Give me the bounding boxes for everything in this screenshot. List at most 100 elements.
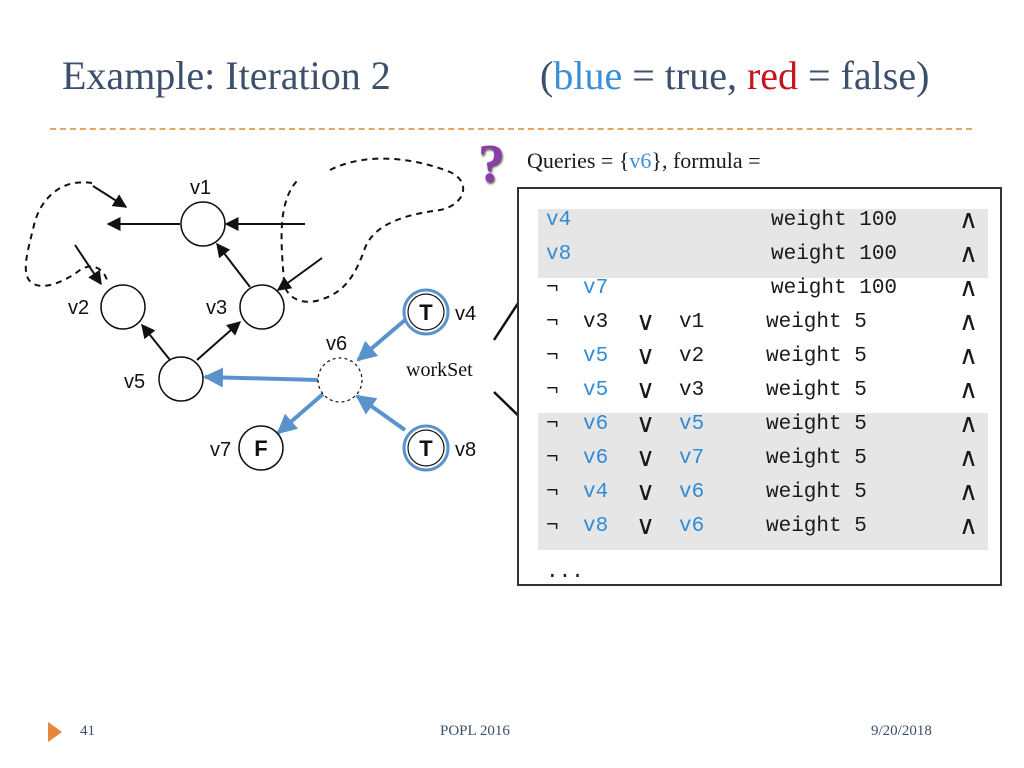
formula-and-operator: ∧ <box>959 443 979 473</box>
legend-red: red <box>746 53 799 98</box>
edge-v5-v2 <box>141 323 171 361</box>
formula-and-operator: ∧ <box>959 409 979 439</box>
graph-diagram: T F T v1 v2 v3 v4 v5 v6 v7 v8 workSet <box>24 157 520 472</box>
title-main: Example: Iteration 2 <box>62 53 391 98</box>
formula-or-operator: ∨ <box>636 511 656 541</box>
formula-literal-a: v5 <box>583 345 609 368</box>
formula-literal-a: v6 <box>583 447 609 470</box>
formula-weight: weight 100 <box>771 277 898 300</box>
edge-cloud-v3 <box>276 257 323 291</box>
formula-weight: weight 5 <box>766 345 867 368</box>
formula-weight: weight 5 <box>766 481 867 504</box>
node-v4 <box>407 293 445 331</box>
node-v6 <box>317 357 363 403</box>
formula-literal-b: v6 <box>679 515 705 538</box>
node-v3-label: v3 <box>206 297 227 319</box>
node-v5 <box>158 356 204 402</box>
formula-negation: ¬ <box>546 345 559 368</box>
queries-line: Queries = {v6}, formula = <box>527 148 761 174</box>
formula-literal-a: v8 <box>583 515 609 538</box>
formula-literal-b: v3 <box>679 379 705 402</box>
formula-literal-b: v1 <box>679 311 705 334</box>
footer-bullet-icon <box>48 722 62 742</box>
node-v8 <box>407 429 445 467</box>
formula-literal-b: v2 <box>679 345 705 368</box>
node-v5-label: v5 <box>124 371 145 393</box>
edge-v4-v6 <box>356 318 407 362</box>
formula-literal-a: v4 <box>546 209 572 232</box>
node-v8-label: v8 <box>455 439 476 461</box>
edge-in-v1-left <box>92 185 128 208</box>
formula-weight: weight 5 <box>766 515 867 538</box>
formula-and-operator: ∧ <box>959 307 979 337</box>
slide-number: 41 <box>80 723 95 739</box>
node-v4-label: v4 <box>455 303 476 325</box>
dashed-region-left <box>24 181 109 287</box>
legend-true: = true, <box>622 53 747 98</box>
footer-conference: POPL 2016 <box>440 723 510 739</box>
formula-or-operator: ∨ <box>636 341 656 371</box>
formula-and-operator: ∧ <box>959 205 979 235</box>
formula-or-operator: ∨ <box>636 443 656 473</box>
queries-node: v6 <box>629 148 652 173</box>
formula-negation: ¬ <box>546 379 559 402</box>
edge-v3-v1 <box>216 242 251 288</box>
workset-brace-top <box>492 297 520 341</box>
formula-or-operator: ∨ <box>636 375 656 405</box>
formula-and-operator: ∧ <box>959 239 979 269</box>
edge-cloud-v2 <box>74 244 102 286</box>
formula-literal-a: v3 <box>583 311 609 334</box>
node-v6-label: v6 <box>326 333 347 355</box>
formula-and-operator: ∧ <box>959 511 979 541</box>
formula-literal-b: v5 <box>679 413 705 436</box>
formula-weight: weight 100 <box>771 243 898 266</box>
formula-ellipsis: ... <box>546 561 584 584</box>
formula-weight: weight 5 <box>766 413 867 436</box>
edge-v6-v7 <box>276 392 325 435</box>
formula-box: v4 weight 100 ∧ v8 weight 100 ∧ ¬ v7 weight 100 ∧… <box>517 187 1002 586</box>
formula-literal-a: v6 <box>583 413 609 436</box>
legend-false: = false) <box>798 53 930 98</box>
legend-blue: blue <box>553 53 623 98</box>
edge-v8-v6 <box>355 394 407 432</box>
node-v1-label: v1 <box>190 177 211 199</box>
legend-open: ( <box>540 53 554 98</box>
highlight-block-bottom <box>538 413 988 550</box>
formula-or-operator: ∨ <box>636 307 656 337</box>
formula-negation: ¬ <box>546 515 559 538</box>
node-v7 <box>238 425 284 471</box>
dashed-region-right <box>280 157 465 303</box>
formula-literal-b: v7 <box>679 447 705 470</box>
node-v8-value: T <box>419 436 433 461</box>
node-v7-label: v7 <box>210 439 231 461</box>
node-v2-label: v2 <box>68 297 89 319</box>
formula-literal-a: v5 <box>583 379 609 402</box>
edge-v6-v5 <box>203 367 319 388</box>
formula-and-operator: ∧ <box>959 341 979 371</box>
question-mark-icon: ? <box>478 133 505 193</box>
formula-weight: weight 5 <box>766 447 867 470</box>
node-v7-value: F <box>254 436 267 461</box>
formula-and-operator: ∧ <box>959 477 979 507</box>
formula-or-operator: ∨ <box>636 409 656 439</box>
formula-literal-a: v8 <box>546 243 572 266</box>
formula-literal-a: v4 <box>583 481 609 504</box>
formula-literal-a: v7 <box>583 277 609 300</box>
workset-brace-bottom <box>493 391 520 419</box>
queries-suffix: }, formula = <box>651 148 761 173</box>
formula-or-operator: ∨ <box>636 477 656 507</box>
formula-negation: ¬ <box>546 311 559 334</box>
node-v2 <box>100 284 146 330</box>
formula-literal-b: v6 <box>679 481 705 504</box>
workset-label: workSet <box>406 359 473 381</box>
formula-negation: ¬ <box>546 481 559 504</box>
highlight-block-top <box>538 209 988 278</box>
color-legend: (blue = true, red = false) <box>540 52 929 99</box>
formula-negation: ¬ <box>546 277 559 300</box>
node-v1 <box>180 201 226 247</box>
formula-weight: weight 5 <box>766 379 867 402</box>
node-v3 <box>239 284 285 330</box>
formula-negation: ¬ <box>546 413 559 436</box>
formula-weight: weight 100 <box>771 209 898 232</box>
formula-and-operator: ∧ <box>959 375 979 405</box>
